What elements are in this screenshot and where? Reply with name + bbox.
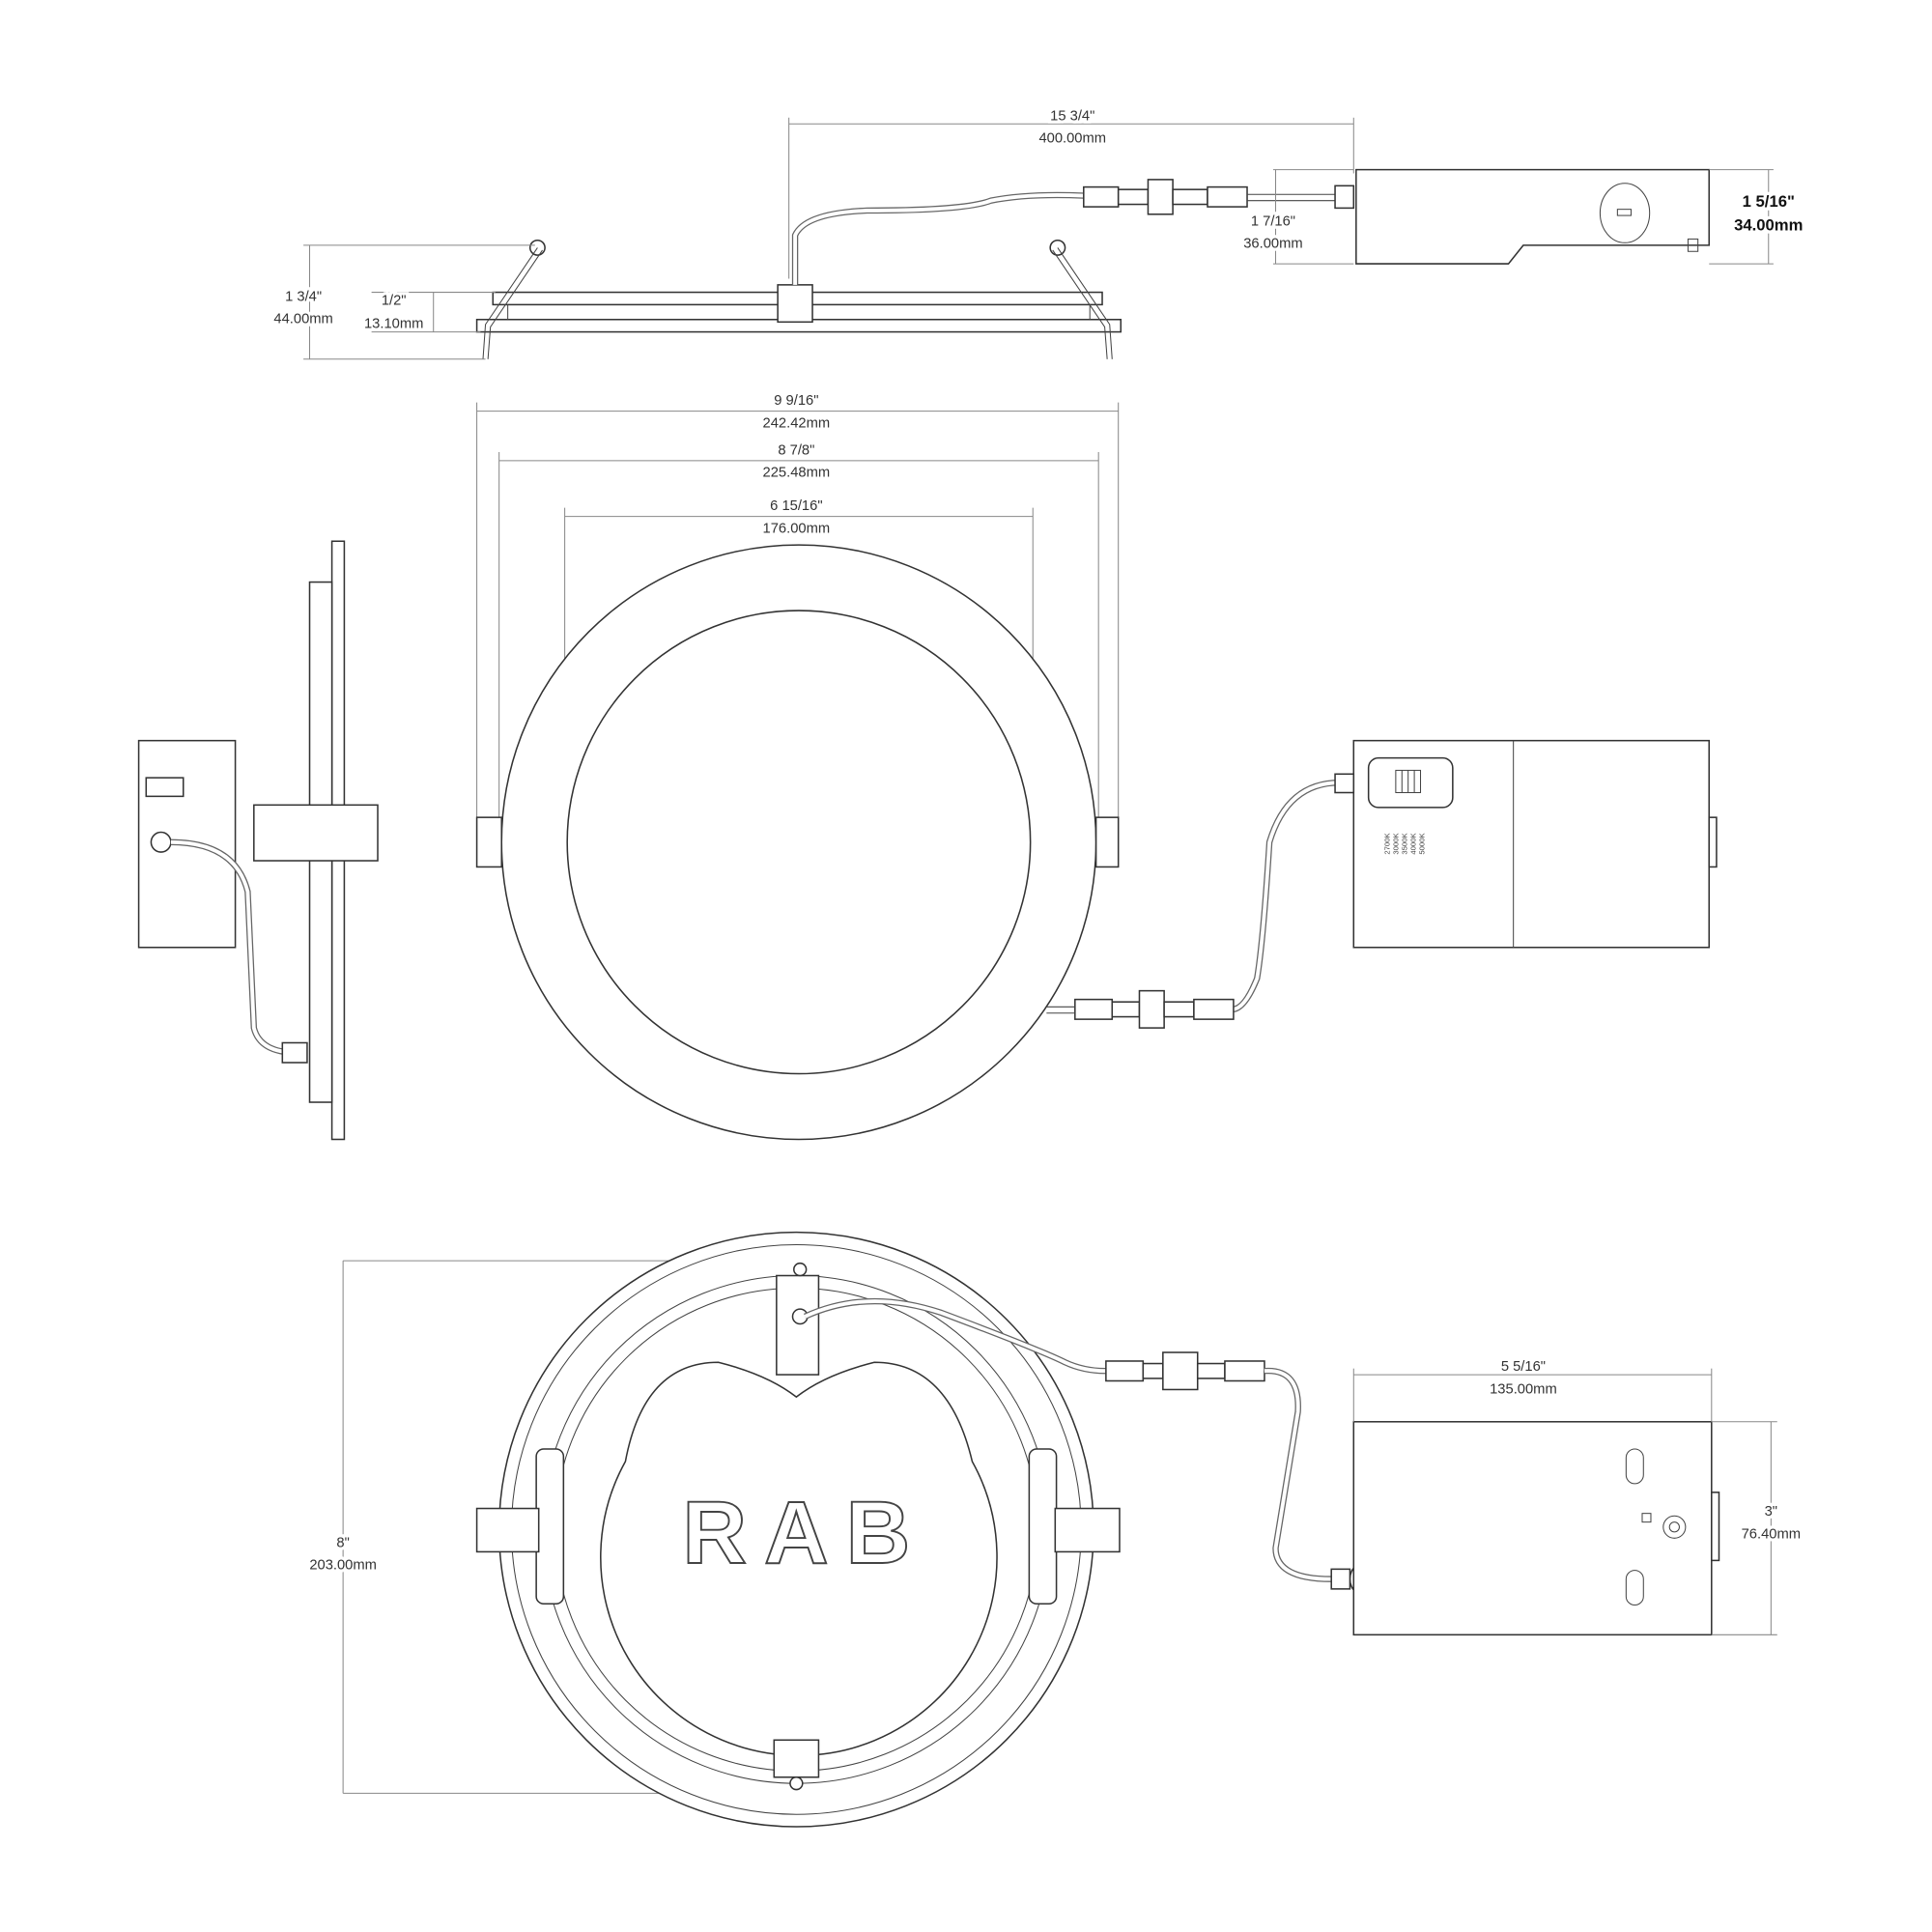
cct-label: 3500K [1400, 833, 1408, 855]
label-spring-height-in: 1 3/4" [285, 290, 322, 305]
label-driver-height-in: 1 5/16" [1743, 192, 1795, 211]
cct-selector-switch-icon [1367, 756, 1454, 809]
bottom-tab [773, 1739, 820, 1778]
label-cutout-diameter-mm: 176.00mm [763, 521, 831, 536]
front-view: 9 9/16" 242.42mm 8 7/8" 225.48mm 6 15/16… [137, 390, 1718, 1141]
label-trim-diameter-in: 8 7/8" [778, 443, 814, 459]
label-driver-length-mm: 135.00mm [1490, 1381, 1557, 1397]
label-cutout-diameter-in: 6 15/16" [770, 498, 822, 514]
spring-tab [475, 1507, 540, 1553]
spring-tab [1094, 816, 1120, 868]
cct-label: 4000K [1408, 833, 1417, 855]
side-profile-view: 15 3/4" 400.00mm 1 7/16" 36.00mm 1 5/16"… [270, 105, 1806, 360]
label-connector-height-in: 1 7/16" [1251, 213, 1295, 229]
quick-connector-icon [1083, 179, 1248, 215]
label-overall-length-mm: 400.00mm [1038, 130, 1106, 146]
spring-tab [1054, 1507, 1121, 1553]
label-back-diameter-in: 8" [336, 1535, 349, 1550]
label-back-diameter-mm: 203.00mm [309, 1557, 377, 1573]
spring-clip-left [535, 1448, 565, 1605]
label-spring-span-in: 9 9/16" [774, 393, 818, 409]
lens-circle [566, 610, 1032, 1075]
spring-clip-right [1028, 1448, 1058, 1605]
label-trim-diameter-mm: 225.48mm [763, 466, 831, 481]
driver-box-back [1352, 1421, 1713, 1636]
label-spring-span-mm: 242.42mm [763, 415, 831, 431]
back-view: 8" 203.00mm RAB 5 5/16" 135.00mm 3" 76.4… [306, 1231, 1804, 1828]
torsion-spring-icon [528, 239, 546, 256]
label-connector-height-mm: 36.00mm [1243, 236, 1302, 251]
driver-box-side [1355, 168, 1710, 265]
label-driver-length-in: 5 5/16" [1501, 1359, 1546, 1375]
junction-tab [776, 1274, 820, 1376]
label-driver-height-mm: 34.00mm [1734, 215, 1803, 234]
cct-label: 3000K [1391, 833, 1400, 855]
label-driver-width-in: 3" [1765, 1504, 1777, 1520]
label-driver-width-mm: 76.40mm [1742, 1526, 1801, 1542]
quick-connector-icon [1074, 989, 1235, 1029]
cable-boss [777, 284, 813, 324]
cct-label: 2700K [1382, 833, 1391, 855]
label-spring-height-mm: 44.00mm [273, 312, 332, 327]
rab-logo: RAB [682, 1482, 927, 1582]
bracket-side [253, 804, 379, 862]
label-overall-length-in: 15 3/4" [1050, 108, 1094, 124]
label-trim-height-in: 1/2" [382, 293, 407, 308]
cct-label: 5000K [1417, 833, 1426, 855]
label-trim-height-mm: 13.10mm [364, 317, 423, 332]
heatsink-outline [600, 1361, 998, 1757]
quick-connector-icon [1105, 1351, 1265, 1391]
spring-tab [475, 816, 502, 868]
